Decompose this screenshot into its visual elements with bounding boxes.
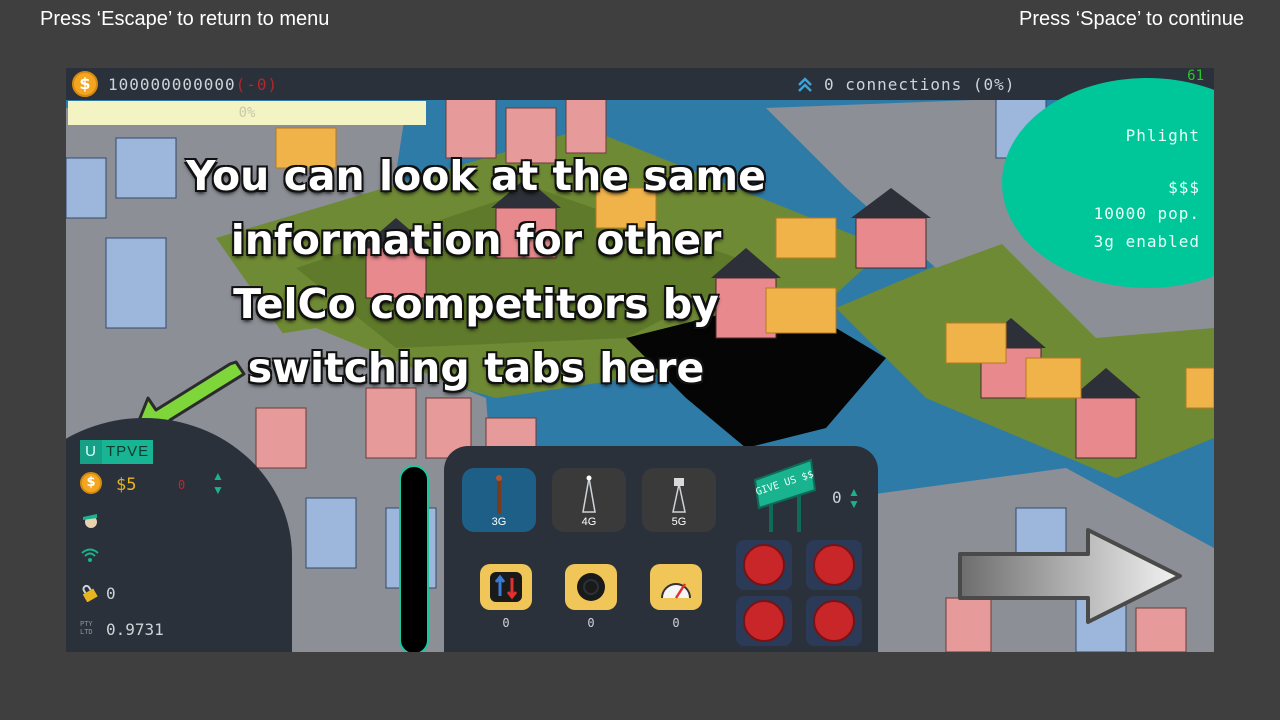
escape-hint: Press ‘Escape’ to return to menu bbox=[40, 8, 330, 30]
give-down-arrow-icon[interactable]: ▼ bbox=[848, 497, 860, 511]
price-value: $5 bbox=[116, 475, 137, 495]
progress-bar: 0% bbox=[68, 101, 426, 125]
tower-3g-icon bbox=[496, 475, 502, 514]
connections-icon bbox=[798, 77, 812, 92]
campaign-food-icon bbox=[813, 600, 855, 642]
continue-hint: Press ‘Space’ to continue bbox=[1019, 8, 1244, 30]
connections-readout: 0 connections (0%) bbox=[824, 75, 1016, 94]
price-delta: 0 bbox=[178, 478, 186, 492]
competitor-population: 10000 pop. bbox=[1093, 204, 1200, 223]
customer-icon bbox=[83, 514, 97, 528]
tutorial-line: switching tabs here bbox=[247, 344, 705, 392]
tab-u[interactable]: U bbox=[80, 440, 102, 464]
fps-counter: 61 bbox=[1187, 68, 1204, 84]
stock-value: 0.9731 bbox=[106, 620, 164, 639]
speed-upgrade-button[interactable] bbox=[650, 564, 702, 610]
money-delta: (-0) bbox=[235, 75, 279, 94]
campaign-face-icon bbox=[743, 544, 785, 586]
speed-icon bbox=[661, 583, 691, 599]
campaign-logo-icon bbox=[813, 544, 855, 586]
give-up-arrow-icon[interactable]: ▲ bbox=[848, 485, 860, 499]
next-arrow-icon[interactable] bbox=[958, 526, 1184, 626]
tutorial-line: information for other bbox=[230, 216, 722, 264]
price-coin-icon: $ bbox=[80, 472, 102, 494]
ad-slot-2[interactable] bbox=[806, 540, 862, 590]
stock-label: PTY LTD bbox=[80, 620, 93, 636]
tutorial-text: You can look at the same information for… bbox=[176, 144, 776, 400]
tutorial-line: You can look at the same bbox=[186, 152, 766, 200]
money-value: 100000000000 bbox=[108, 75, 236, 94]
coverage-upgrade-button[interactable] bbox=[565, 564, 617, 610]
campaign-mask-icon bbox=[743, 600, 785, 642]
tower-3g-button[interactable]: 3G bbox=[462, 468, 536, 532]
tower-label: 5G bbox=[671, 516, 687, 528]
ad-slot-4[interactable] bbox=[806, 596, 862, 646]
coverage-value: 0 bbox=[587, 616, 595, 630]
price-up-arrow-icon[interactable]: ▲ bbox=[212, 469, 224, 483]
top-bar: $ 100000000000(-0) 0 connections (0%) 61 bbox=[66, 68, 1214, 100]
bandwidth-value: 0 bbox=[502, 616, 510, 630]
lock-count: 0 bbox=[106, 584, 116, 603]
tower-label: 3G bbox=[491, 516, 507, 528]
tower-5g-icon bbox=[672, 478, 686, 513]
company-tabs: U TPVE bbox=[80, 440, 154, 464]
tower-label: 4G bbox=[581, 516, 597, 528]
give-count: 0 bbox=[832, 488, 842, 507]
ad-slot-1[interactable] bbox=[736, 540, 792, 590]
wifi-icon bbox=[81, 548, 99, 562]
give-us-money-sign-icon[interactable]: GIVE US $$ bbox=[753, 458, 817, 534]
speed-value: 0 bbox=[672, 616, 680, 630]
bandwidth-upgrade-button[interactable] bbox=[480, 564, 532, 610]
tower-4g-button[interactable]: 4G bbox=[552, 468, 626, 532]
ad-slot-3[interactable] bbox=[736, 596, 792, 646]
coverage-icon bbox=[577, 573, 605, 601]
tower-4g-icon bbox=[582, 475, 596, 513]
tab-tpve[interactable]: TPVE bbox=[102, 440, 154, 464]
competitor-network: 3g enabled bbox=[1093, 232, 1200, 251]
money-readout: 100000000000(-0) bbox=[108, 75, 278, 94]
coin-icon: $ bbox=[72, 71, 98, 97]
competitor-name: Phlight bbox=[1125, 126, 1200, 145]
tower-5g-button[interactable]: 5G bbox=[642, 468, 716, 532]
competitor-price: $$$ bbox=[1168, 178, 1200, 197]
bandwidth-icon bbox=[490, 572, 522, 602]
zoom-slider[interactable] bbox=[399, 465, 429, 652]
price-down-arrow-icon[interactable]: ▼ bbox=[212, 483, 224, 497]
tutorial-line: TelCo competitors by bbox=[233, 280, 719, 328]
lock-icon bbox=[82, 584, 98, 602]
game-viewport[interactable]: $ 100000000000(-0) 0 connections (0%) 61… bbox=[66, 68, 1214, 652]
